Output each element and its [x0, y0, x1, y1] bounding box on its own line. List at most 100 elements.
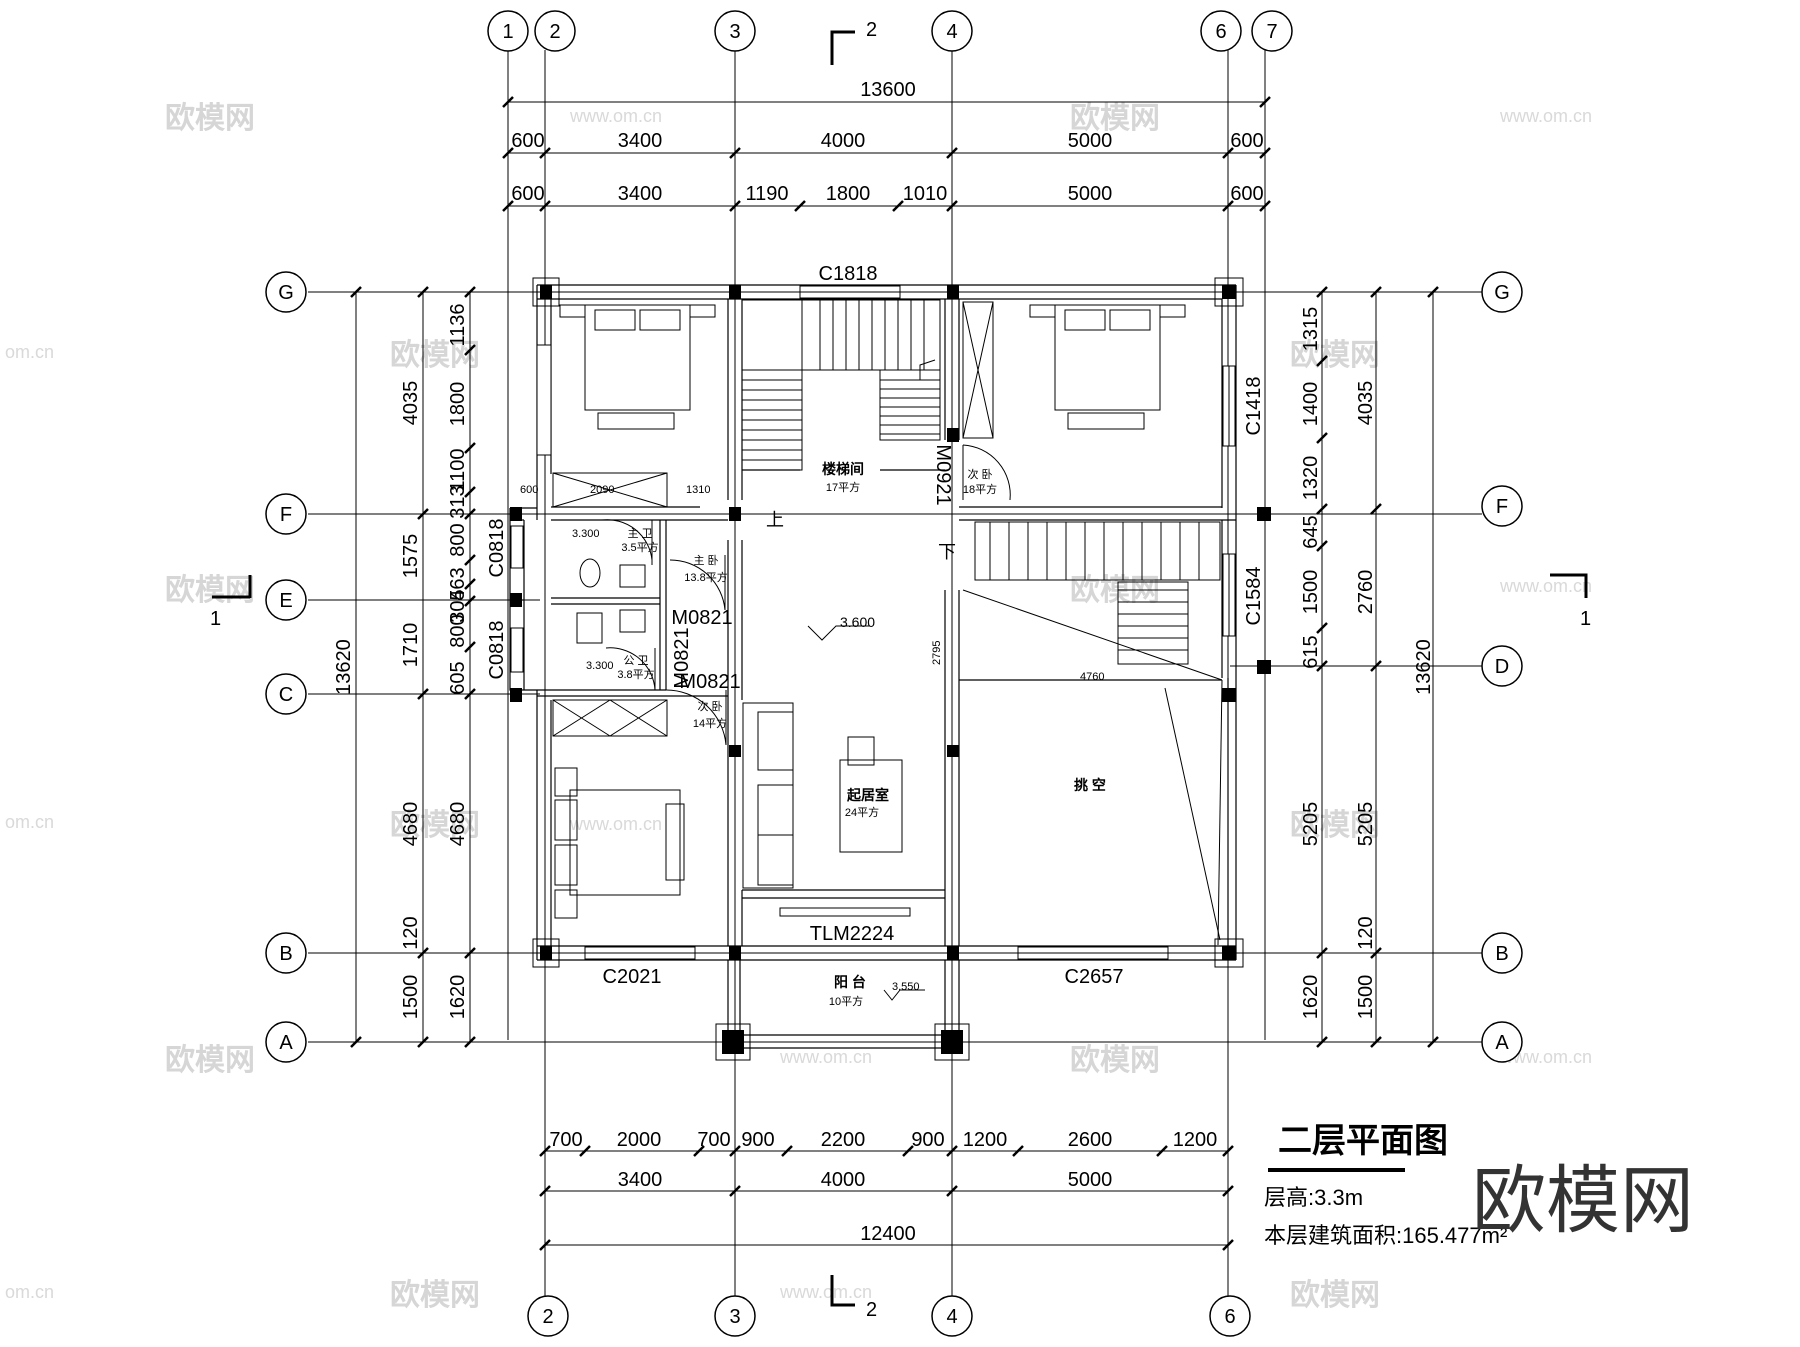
dimension-label: 600 — [1230, 183, 1263, 205]
dimension-label: 5205 — [1355, 802, 1377, 847]
axis-label: A — [1495, 1032, 1509, 1054]
watermark: 欧模网 — [165, 574, 255, 607]
opening-labels: C1818 C1418 C1584 C0818 C0818 M0921 M082… — [486, 263, 1265, 988]
axis-label: F — [280, 504, 292, 526]
dimension-label: 1500 — [1300, 570, 1322, 615]
dimension-label: 1800 — [826, 183, 871, 205]
top-dimension-lines — [502, 96, 1271, 212]
room-name: 次 卧 — [697, 699, 722, 713]
void-area — [962, 589, 1223, 946]
dimension-label: 5205 — [1300, 802, 1322, 847]
room-name: 挑 空 — [1074, 777, 1106, 793]
title-block: 二层平面图 层高:3.3m 本层建筑面积:165.477m² 欧模网 — [1264, 1122, 1694, 1248]
dimension-label: 1200 — [963, 1129, 1008, 1151]
room-name: 公 卫 — [623, 655, 648, 667]
dimension-label: 120 — [1355, 916, 1377, 949]
brand-logo: 欧模网 — [1472, 1158, 1694, 1244]
dimension-label: 305 — [447, 589, 469, 622]
axis-label: 7 — [1266, 21, 1277, 43]
dimension-label: 2000 — [617, 1129, 662, 1151]
axis-label: A — [279, 1032, 293, 1054]
annotations: 上 下 3.600 3.300 3.300 3.550 2795 4760 60… — [520, 484, 1104, 993]
dimension-label: 700 — [549, 1129, 582, 1151]
room-name: 主 卫 — [627, 527, 652, 540]
dimension-label: 4680 — [400, 802, 422, 847]
dimension-label: 463 — [447, 567, 469, 600]
level-label: 3.300 — [572, 528, 600, 540]
axis-grid — [308, 50, 1482, 1310]
dimension-label: 313 — [447, 485, 469, 518]
watermark-url: www.om.cn — [1499, 106, 1592, 126]
columns — [510, 285, 1271, 1054]
axis-label: 4 — [946, 1306, 957, 1328]
dimension-label: 645 — [1300, 515, 1322, 548]
watermark-url: www.om.cn — [1499, 576, 1592, 596]
watermark-layer: 欧模网 欧模网 欧模网 欧模网 欧模网 欧模网 欧模网 欧模网 欧模网 欧模网 … — [5, 102, 1592, 1312]
axis-label: B — [279, 943, 292, 965]
axis-label: G — [1494, 282, 1510, 304]
dimension-label: 1190 — [745, 183, 788, 205]
windows — [510, 285, 1236, 960]
level-label: 3.300 — [586, 660, 614, 672]
drawing-title: 二层平面图 — [1278, 1122, 1448, 1160]
room-area: 3.8平方 — [617, 667, 654, 681]
dimension-label: 13600 — [860, 79, 916, 101]
dimension-label: 12400 — [860, 1223, 916, 1245]
window-label: C1584 — [1243, 567, 1265, 626]
dimension-label: 120 — [400, 916, 422, 949]
watermark-url: www.om.cn — [1499, 1047, 1592, 1067]
axis-bubbles — [265, 10, 1523, 1337]
dimension-label: 2795 — [931, 641, 943, 665]
room-area: 14平方 — [693, 716, 727, 730]
room-name: 起居室 — [846, 787, 889, 803]
axis-label: E — [279, 590, 292, 612]
watermark-url: www.om.cn — [569, 814, 662, 834]
stairs — [741, 299, 1221, 665]
room-name: 次 卧 — [967, 467, 992, 481]
dimension-label: 1136 — [447, 303, 469, 346]
watermark: 欧模网 — [1290, 809, 1380, 842]
watermark: 欧模网 — [390, 1279, 480, 1312]
axis-label: 3 — [729, 1306, 740, 1328]
stair-down-label: 下 — [938, 542, 956, 562]
room-name: 楼梯间 — [822, 461, 864, 477]
section-label: 1 — [210, 608, 221, 630]
window-label: C1818 — [819, 263, 878, 285]
column-outlines — [532, 277, 1244, 1061]
dimension-label: 4000 — [821, 130, 866, 152]
dimension-label: 13620 — [333, 639, 355, 695]
dimension-label: 1315 — [1300, 307, 1322, 352]
dimension-label: 4035 — [400, 381, 422, 426]
dimension-label: 700 — [697, 1129, 730, 1151]
axis-label: F — [1496, 496, 1508, 518]
window-label: C1418 — [1243, 377, 1265, 436]
watermark: 欧模网 — [390, 809, 480, 842]
watermark-url: om.cn — [5, 812, 54, 832]
watermark-url: www.om.cn — [779, 1282, 872, 1302]
watermark: 欧模网 — [1070, 102, 1160, 135]
level-label: 3.600 — [840, 614, 875, 630]
watermark: 欧模网 — [165, 1044, 255, 1077]
dimension-label: 4035 — [1355, 381, 1377, 426]
watermark: 欧模网 — [165, 102, 255, 135]
axis-label: 2 — [542, 1306, 553, 1328]
window-label: C2657 — [1065, 966, 1124, 988]
dimension-label: 1200 — [1173, 1129, 1218, 1151]
dimension-label: 900 — [741, 1129, 774, 1151]
dimension-label: 2090 — [590, 484, 614, 496]
watermark-url: www.om.cn — [779, 1047, 872, 1067]
dimension-label: 1575 — [400, 534, 422, 579]
axis-label: 3 — [729, 21, 740, 43]
section-label: 1 — [1580, 608, 1591, 630]
watermark: 欧模网 — [1290, 339, 1380, 372]
dimension-label: 5000 — [1068, 130, 1113, 152]
dimension-label: 5000 — [1068, 1169, 1113, 1191]
axis-label: C — [279, 684, 293, 706]
watermark: 欧模网 — [390, 339, 480, 372]
dimension-label: 2200 — [821, 1129, 866, 1151]
dimension-label: 1800 — [447, 382, 469, 427]
bottom-dimension-values: 700 2000 700 900 2200 900 1200 2600 1200… — [549, 1129, 1217, 1245]
dimension-label: 3400 — [618, 183, 663, 205]
room-area: 3.5平方 — [621, 540, 658, 554]
